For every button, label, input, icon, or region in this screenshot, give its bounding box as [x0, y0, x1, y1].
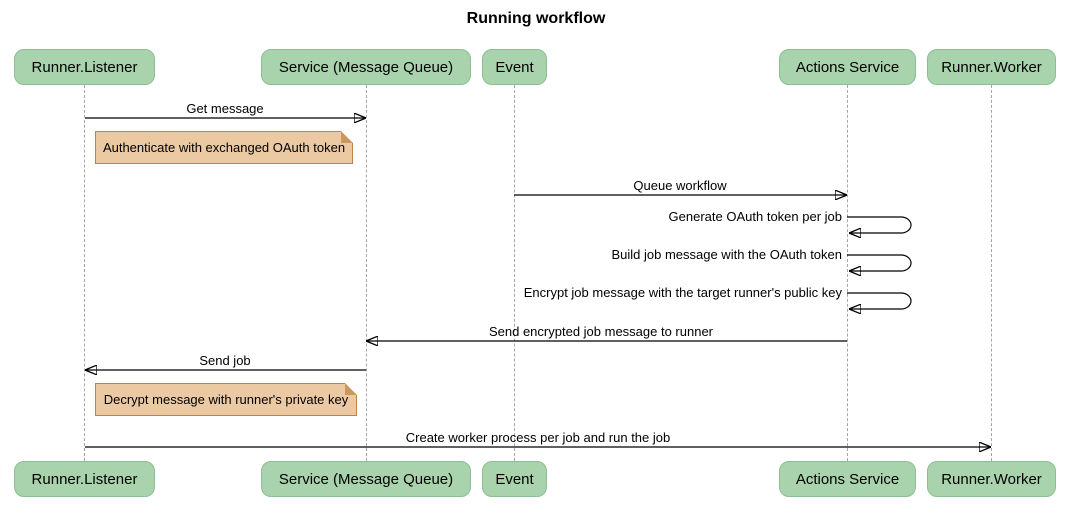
lifeline-event [514, 85, 515, 461]
message-label-send-job: Send job [199, 353, 251, 368]
note-authenticate-text: Authenticate with exchanged OAuth token [102, 140, 346, 155]
message-label-get-message: Get message [186, 101, 264, 116]
note-decrypt-text: Decrypt message with runner's private ke… [103, 392, 349, 407]
lifeline-runner-listener [84, 85, 85, 461]
lifeline-runner-worker [991, 85, 992, 461]
message-label-encrypt-job: Encrypt job message with the target runn… [523, 285, 842, 300]
message-label-generate-oauth: Generate OAuth token per job [668, 209, 842, 224]
actor-top-event: Event [482, 49, 547, 85]
arrow-self-build-job [847, 254, 912, 271]
arrow-self-encrypt-job [847, 292, 912, 309]
actor-bottom-runner-listener: Runner.Listener [14, 461, 155, 497]
actor-top-actions-service: Actions Service [779, 49, 916, 85]
lifeline-actions-service [847, 85, 848, 461]
actor-top-runner-worker: Runner.Worker [927, 49, 1056, 85]
actor-top-service-mq: Service (Message Queue) [261, 49, 471, 85]
note-decrypt: Decrypt message with runner's private ke… [95, 383, 357, 416]
message-label-create-worker: Create worker process per job and run th… [405, 430, 671, 445]
actor-bottom-event: Event [482, 461, 547, 497]
message-label-queue-workflow: Queue workflow [633, 178, 727, 193]
arrow-self-generate-oauth [847, 216, 912, 233]
diagram-title: Running workflow [466, 10, 606, 27]
lifeline-service-mq [366, 85, 367, 461]
actor-top-runner-listener: Runner.Listener [14, 49, 155, 85]
note-authenticate: Authenticate with exchanged OAuth token [95, 131, 353, 164]
message-label-build-job: Build job message with the OAuth token [611, 247, 842, 262]
message-label-send-encrypted: Send encrypted job message to runner [488, 324, 714, 339]
actor-bottom-actions-service: Actions Service [779, 461, 916, 497]
actor-bottom-runner-worker: Runner.Worker [927, 461, 1056, 497]
actor-bottom-service-mq: Service (Message Queue) [261, 461, 471, 497]
